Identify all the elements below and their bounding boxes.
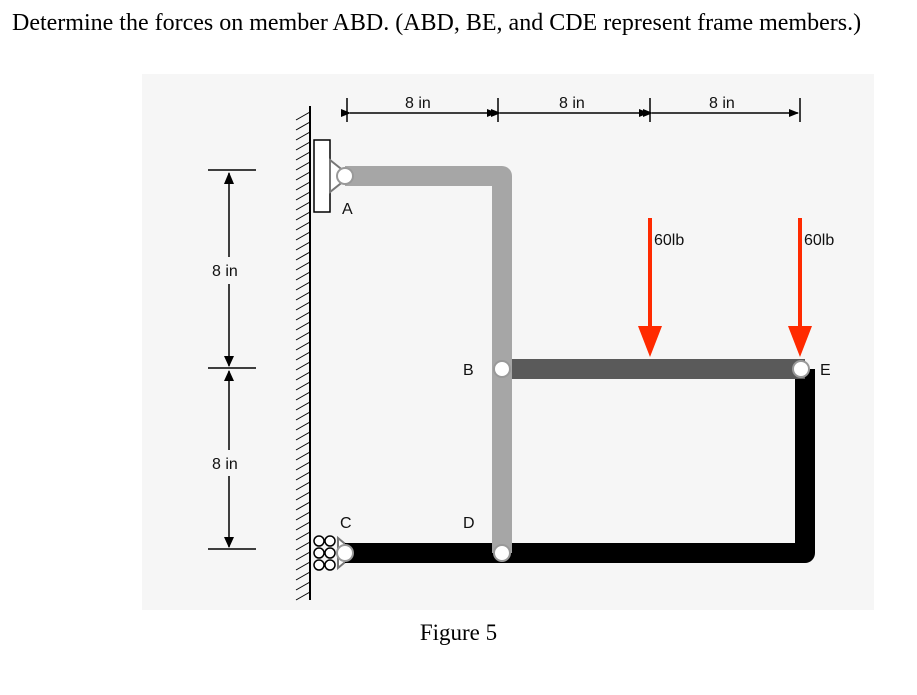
hatch-line xyxy=(295,361,311,371)
hatch-line xyxy=(295,121,311,131)
hatch-line xyxy=(295,541,311,551)
hatch-line xyxy=(295,381,311,391)
label-point-a: A xyxy=(342,201,353,218)
pin-d xyxy=(493,544,511,562)
hatch-line xyxy=(295,401,311,411)
hatch-line xyxy=(295,131,311,141)
left-dimension-arrowheads xyxy=(224,172,234,548)
hatch-line xyxy=(295,481,311,491)
hatch-line xyxy=(295,461,311,471)
hatch-line xyxy=(295,341,311,351)
hatch-line xyxy=(295,391,311,401)
hatch-line xyxy=(295,271,311,281)
hatch-line xyxy=(295,181,311,191)
hatch-line xyxy=(295,151,311,161)
pin-a xyxy=(336,167,354,185)
load-1 xyxy=(638,218,662,357)
hatch-line xyxy=(295,321,311,331)
hatch-line xyxy=(295,111,311,121)
hatch-line xyxy=(295,221,311,231)
hatch-line xyxy=(295,471,311,481)
hatch-line xyxy=(295,261,311,271)
hatch-line xyxy=(295,281,311,291)
hatch-line xyxy=(295,551,311,561)
left-dimensions xyxy=(208,169,256,550)
hatch-line xyxy=(295,301,311,311)
pin-e xyxy=(792,360,810,378)
dim-label-left-2: 8 in xyxy=(212,456,238,473)
hatch-line xyxy=(295,311,311,321)
hatch-line xyxy=(295,491,311,501)
hatch-line xyxy=(295,161,311,171)
hatch-line xyxy=(295,331,311,341)
hatch-line xyxy=(295,191,311,201)
hatch-line xyxy=(295,141,311,151)
member-abd xyxy=(345,166,512,553)
dim-label-top-2: 8 in xyxy=(559,95,585,112)
hatch-line xyxy=(295,561,311,571)
top-dimensions xyxy=(341,98,801,122)
hatch-line xyxy=(295,241,311,251)
load-2 xyxy=(788,218,812,357)
hatch-line xyxy=(295,581,311,591)
hatch-line xyxy=(295,201,311,211)
label-point-d: D xyxy=(463,515,475,532)
hatch-line xyxy=(295,411,311,421)
dim-label-top-3: 8 in xyxy=(709,95,735,112)
question-text: Determine the forces on member ABD. (ABD… xyxy=(12,10,862,36)
wall-hatch xyxy=(295,106,311,601)
hatch-line xyxy=(295,531,311,541)
hatch-line xyxy=(295,511,311,521)
pin-b xyxy=(493,360,511,378)
hatch-line xyxy=(295,371,311,381)
label-point-c: C xyxy=(340,515,352,532)
label-point-e: E xyxy=(820,362,831,379)
hatch-line xyxy=(295,351,311,361)
hatch-line xyxy=(295,431,311,441)
hatch-line xyxy=(295,451,311,461)
hatch-line xyxy=(295,521,311,531)
member-cde xyxy=(345,369,815,563)
hatch-line xyxy=(295,421,311,431)
hatch-line xyxy=(295,571,311,581)
hatch-line xyxy=(295,591,311,601)
load-label-2: 60lb xyxy=(804,232,834,249)
hatch-line xyxy=(295,171,311,181)
label-point-b: B xyxy=(463,362,474,379)
figure-caption: Figure 5 xyxy=(419,620,498,645)
dim-label-top-1: 8 in xyxy=(405,95,431,112)
hatch-line xyxy=(295,291,311,301)
pin-c xyxy=(336,544,354,562)
hatch-line xyxy=(295,501,311,511)
hatch-line xyxy=(295,211,311,221)
load-label-1: 60lb xyxy=(654,232,684,249)
hatch-line xyxy=(295,441,311,451)
hatch-line xyxy=(295,251,311,261)
dim-label-left-1: 8 in xyxy=(212,263,238,280)
hatch-line xyxy=(295,231,311,241)
